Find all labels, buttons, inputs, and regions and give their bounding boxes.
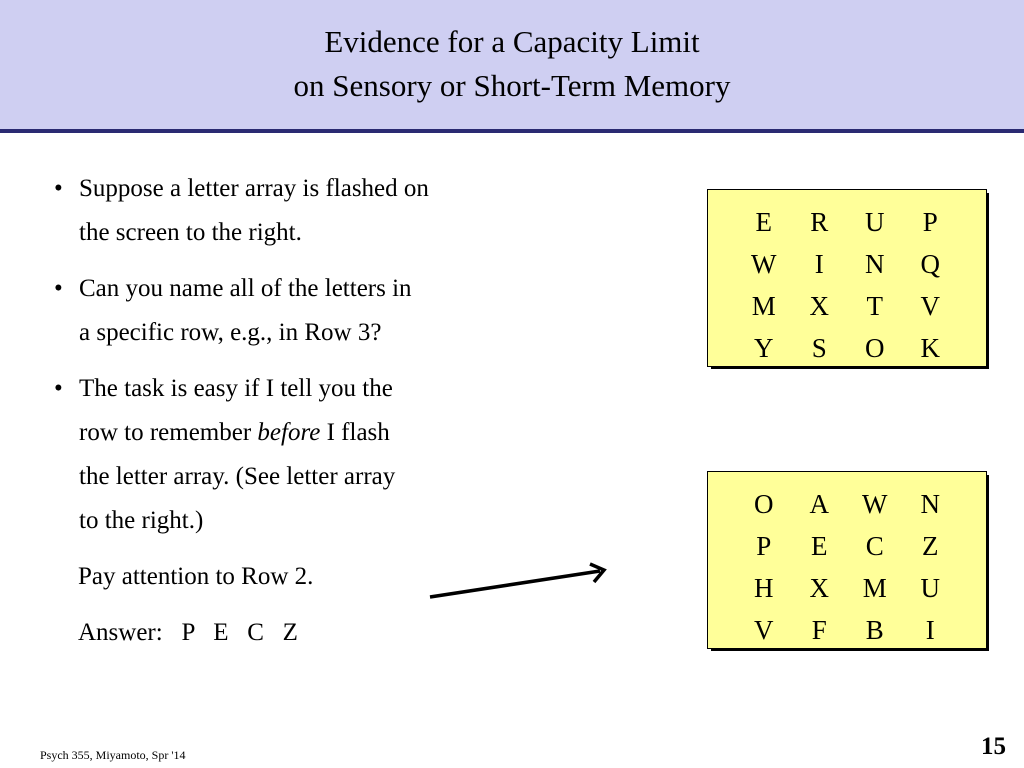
- letter-cell: I: [814, 249, 824, 279]
- letter-cell: S: [811, 333, 827, 363]
- bullet-list: • Suppose a letter array is flashed on t…: [54, 167, 554, 555]
- letter-cell: X: [809, 573, 830, 603]
- arrow-icon: [429, 562, 607, 599]
- letter-cell: E: [811, 531, 828, 561]
- answer-letters: P E C Z: [181, 619, 298, 646]
- bullet-3-line-2: row to remember before I flash: [79, 411, 554, 455]
- letter-cell: Y: [754, 333, 774, 363]
- bullet-3-line-1: The task is easy if I tell you the: [79, 375, 393, 402]
- bullet-dot: •: [54, 275, 63, 302]
- letter-cell: Q: [920, 249, 941, 279]
- bullet-2-line-1: Can you name all of the letters in: [79, 275, 412, 302]
- answer-line: Answer: P E C Z: [78, 611, 298, 655]
- bullet-3-pre: row to remember: [79, 419, 258, 446]
- bullet-3-emphasis: before: [257, 419, 321, 446]
- bullet-1-line-2: the screen to the right.: [79, 219, 302, 246]
- slide-title: Evidence for a Capacity Limit on Sensory…: [0, 20, 1024, 108]
- title-line-2: on Sensory or Short-Term Memory: [293, 68, 731, 103]
- letter-cell: R: [810, 207, 829, 237]
- letter-array-1: E R U P W I N Q M X T V Y S O K: [707, 189, 987, 369]
- letter-cell: B: [865, 615, 884, 645]
- bullet-3: • The task is easy if I tell you the row…: [54, 367, 554, 543]
- bullet-2: • Can you name all of the letters in a s…: [54, 267, 554, 355]
- letter-cell: N: [865, 249, 885, 279]
- letter-cell: V: [754, 615, 774, 645]
- letter-cell: O: [754, 489, 774, 519]
- title-line-1: Evidence for a Capacity Limit: [324, 24, 700, 59]
- bullet-2-line-2: a specific row, e.g., in Row 3?: [79, 319, 382, 346]
- letter-cell: U: [920, 573, 941, 603]
- letter-cell: H: [754, 573, 774, 603]
- title-band: [0, 0, 1024, 133]
- letter-cell: V: [920, 291, 941, 321]
- letter-cell: X: [809, 291, 830, 321]
- bullet-3-post: I flash: [320, 419, 390, 446]
- letter-cell: C: [865, 531, 884, 561]
- letter-cell: U: [865, 207, 885, 237]
- letter-cell: Z: [922, 531, 939, 561]
- bullet-dot: •: [54, 375, 63, 402]
- answer-label: Answer:: [78, 619, 163, 646]
- letter-cell: E: [755, 207, 773, 237]
- letter-array-2: O A W N P E C Z H X M U V F B I: [707, 471, 987, 651]
- letter-cell: F: [811, 615, 827, 645]
- bullet-1: • Suppose a letter array is flashed on t…: [54, 167, 554, 255]
- letter-cell: N: [920, 489, 941, 519]
- bullet-3-line-3: the letter array. (See letter array: [79, 463, 396, 490]
- bullet-dot: •: [54, 175, 63, 202]
- letter-cell: M: [862, 573, 887, 603]
- letter-cell: W: [862, 489, 888, 519]
- letter-cell: M: [751, 291, 776, 321]
- letter-cell: W: [751, 249, 777, 279]
- letter-cell: I: [925, 615, 935, 645]
- letter-cell: P: [922, 207, 938, 237]
- bullet-1-line-1: Suppose a letter array is flashed on: [79, 175, 429, 202]
- bullet-3-line-4: to the right.): [79, 507, 204, 534]
- attention-text: Pay attention to Row 2.: [78, 563, 314, 590]
- letter-cell: A: [809, 489, 830, 519]
- page-number: 15: [981, 733, 1006, 760]
- letter-cell: O: [865, 333, 885, 363]
- letter-cell: T: [866, 291, 884, 321]
- letter-cell: P: [756, 531, 772, 561]
- letter-cell: K: [920, 333, 941, 363]
- footer-text: Psych 355, Miyamoto, Spr '14: [40, 748, 186, 762]
